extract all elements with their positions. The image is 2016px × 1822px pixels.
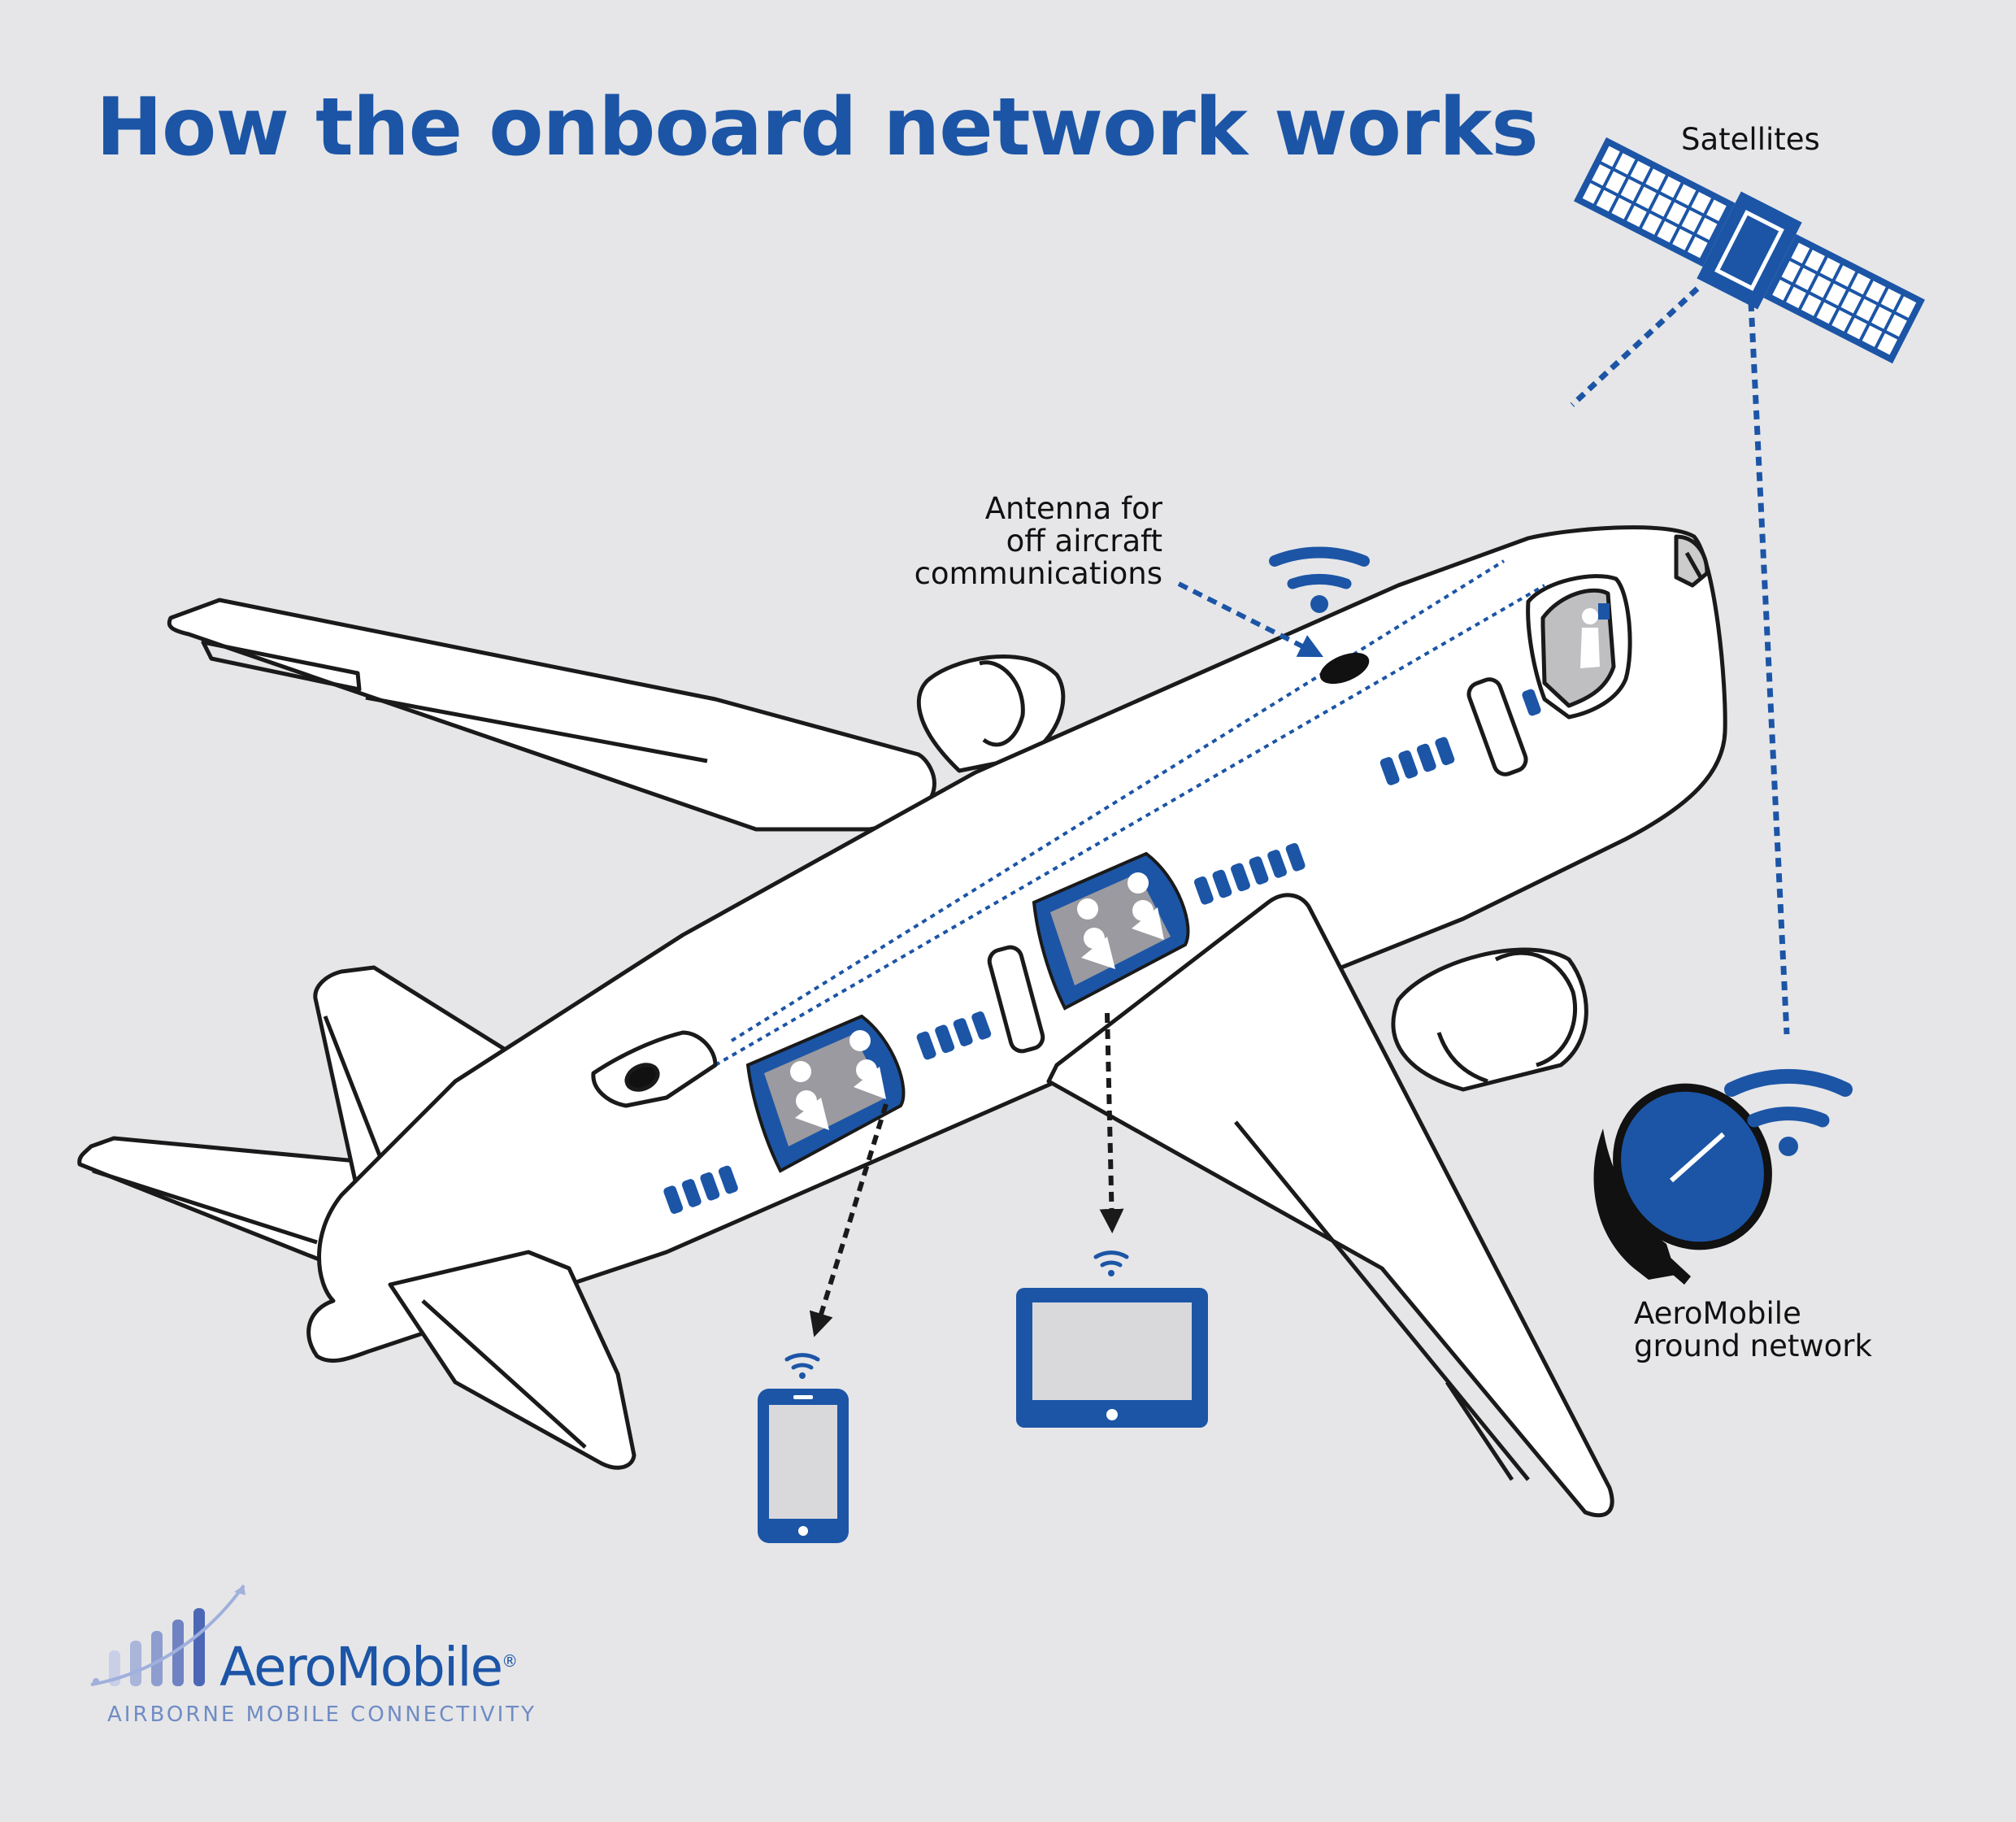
- ground-label-line2: ground network: [1634, 1328, 1872, 1363]
- logo-name: AeroMobile: [219, 1636, 503, 1698]
- ground-network-label: AeroMobile ground network: [1634, 1298, 1872, 1363]
- satellite-dish-icon: [1593, 1083, 1772, 1285]
- antenna-label-line2: off aircraft: [1006, 524, 1162, 559]
- smartphone-icon: [758, 1389, 849, 1543]
- cabin-cutaway-rear: [745, 1014, 906, 1173]
- tablet-signal-arrow: [1099, 1012, 1124, 1233]
- antenna-label-line3: communications: [914, 556, 1162, 591]
- tablet-icon: [1016, 1288, 1208, 1428]
- satellite-signal-links: [1570, 286, 1790, 1035]
- wifi-icon: [1093, 1250, 1129, 1276]
- antenna-icon: [1319, 652, 1370, 685]
- cabin-cutaway-mid: [1032, 851, 1190, 1011]
- wifi-icon: [784, 1353, 820, 1379]
- pilot-silhouette: [1580, 603, 1610, 668]
- aeromobile-logo-icon: [90, 1584, 245, 1686]
- satellite-icon: [1574, 137, 1925, 364]
- phone-signal-arrow: [809, 1103, 889, 1337]
- page-title: How the onboard network works: [96, 81, 1539, 174]
- airplane-windows: [663, 689, 1541, 1214]
- ground-label-line1: AeroMobile: [1634, 1296, 1801, 1331]
- registered-mark: ®: [502, 1651, 518, 1671]
- logo-tagline: AIRBORNE MOBILE CONNECTIVITY: [107, 1702, 537, 1727]
- logo-wordmark: AeroMobile®: [219, 1636, 518, 1698]
- antenna-label: Antenna for off aircraft communications: [813, 493, 1162, 590]
- antenna-callout-arrow: [1177, 581, 1324, 658]
- wifi-icon: [1269, 546, 1370, 613]
- antenna-label-line1: Antenna for: [984, 491, 1162, 526]
- wifi-icon: [1724, 1068, 1853, 1156]
- satellites-label: Satellites: [1681, 122, 1820, 157]
- airplane-illustration: [77, 525, 1727, 1518]
